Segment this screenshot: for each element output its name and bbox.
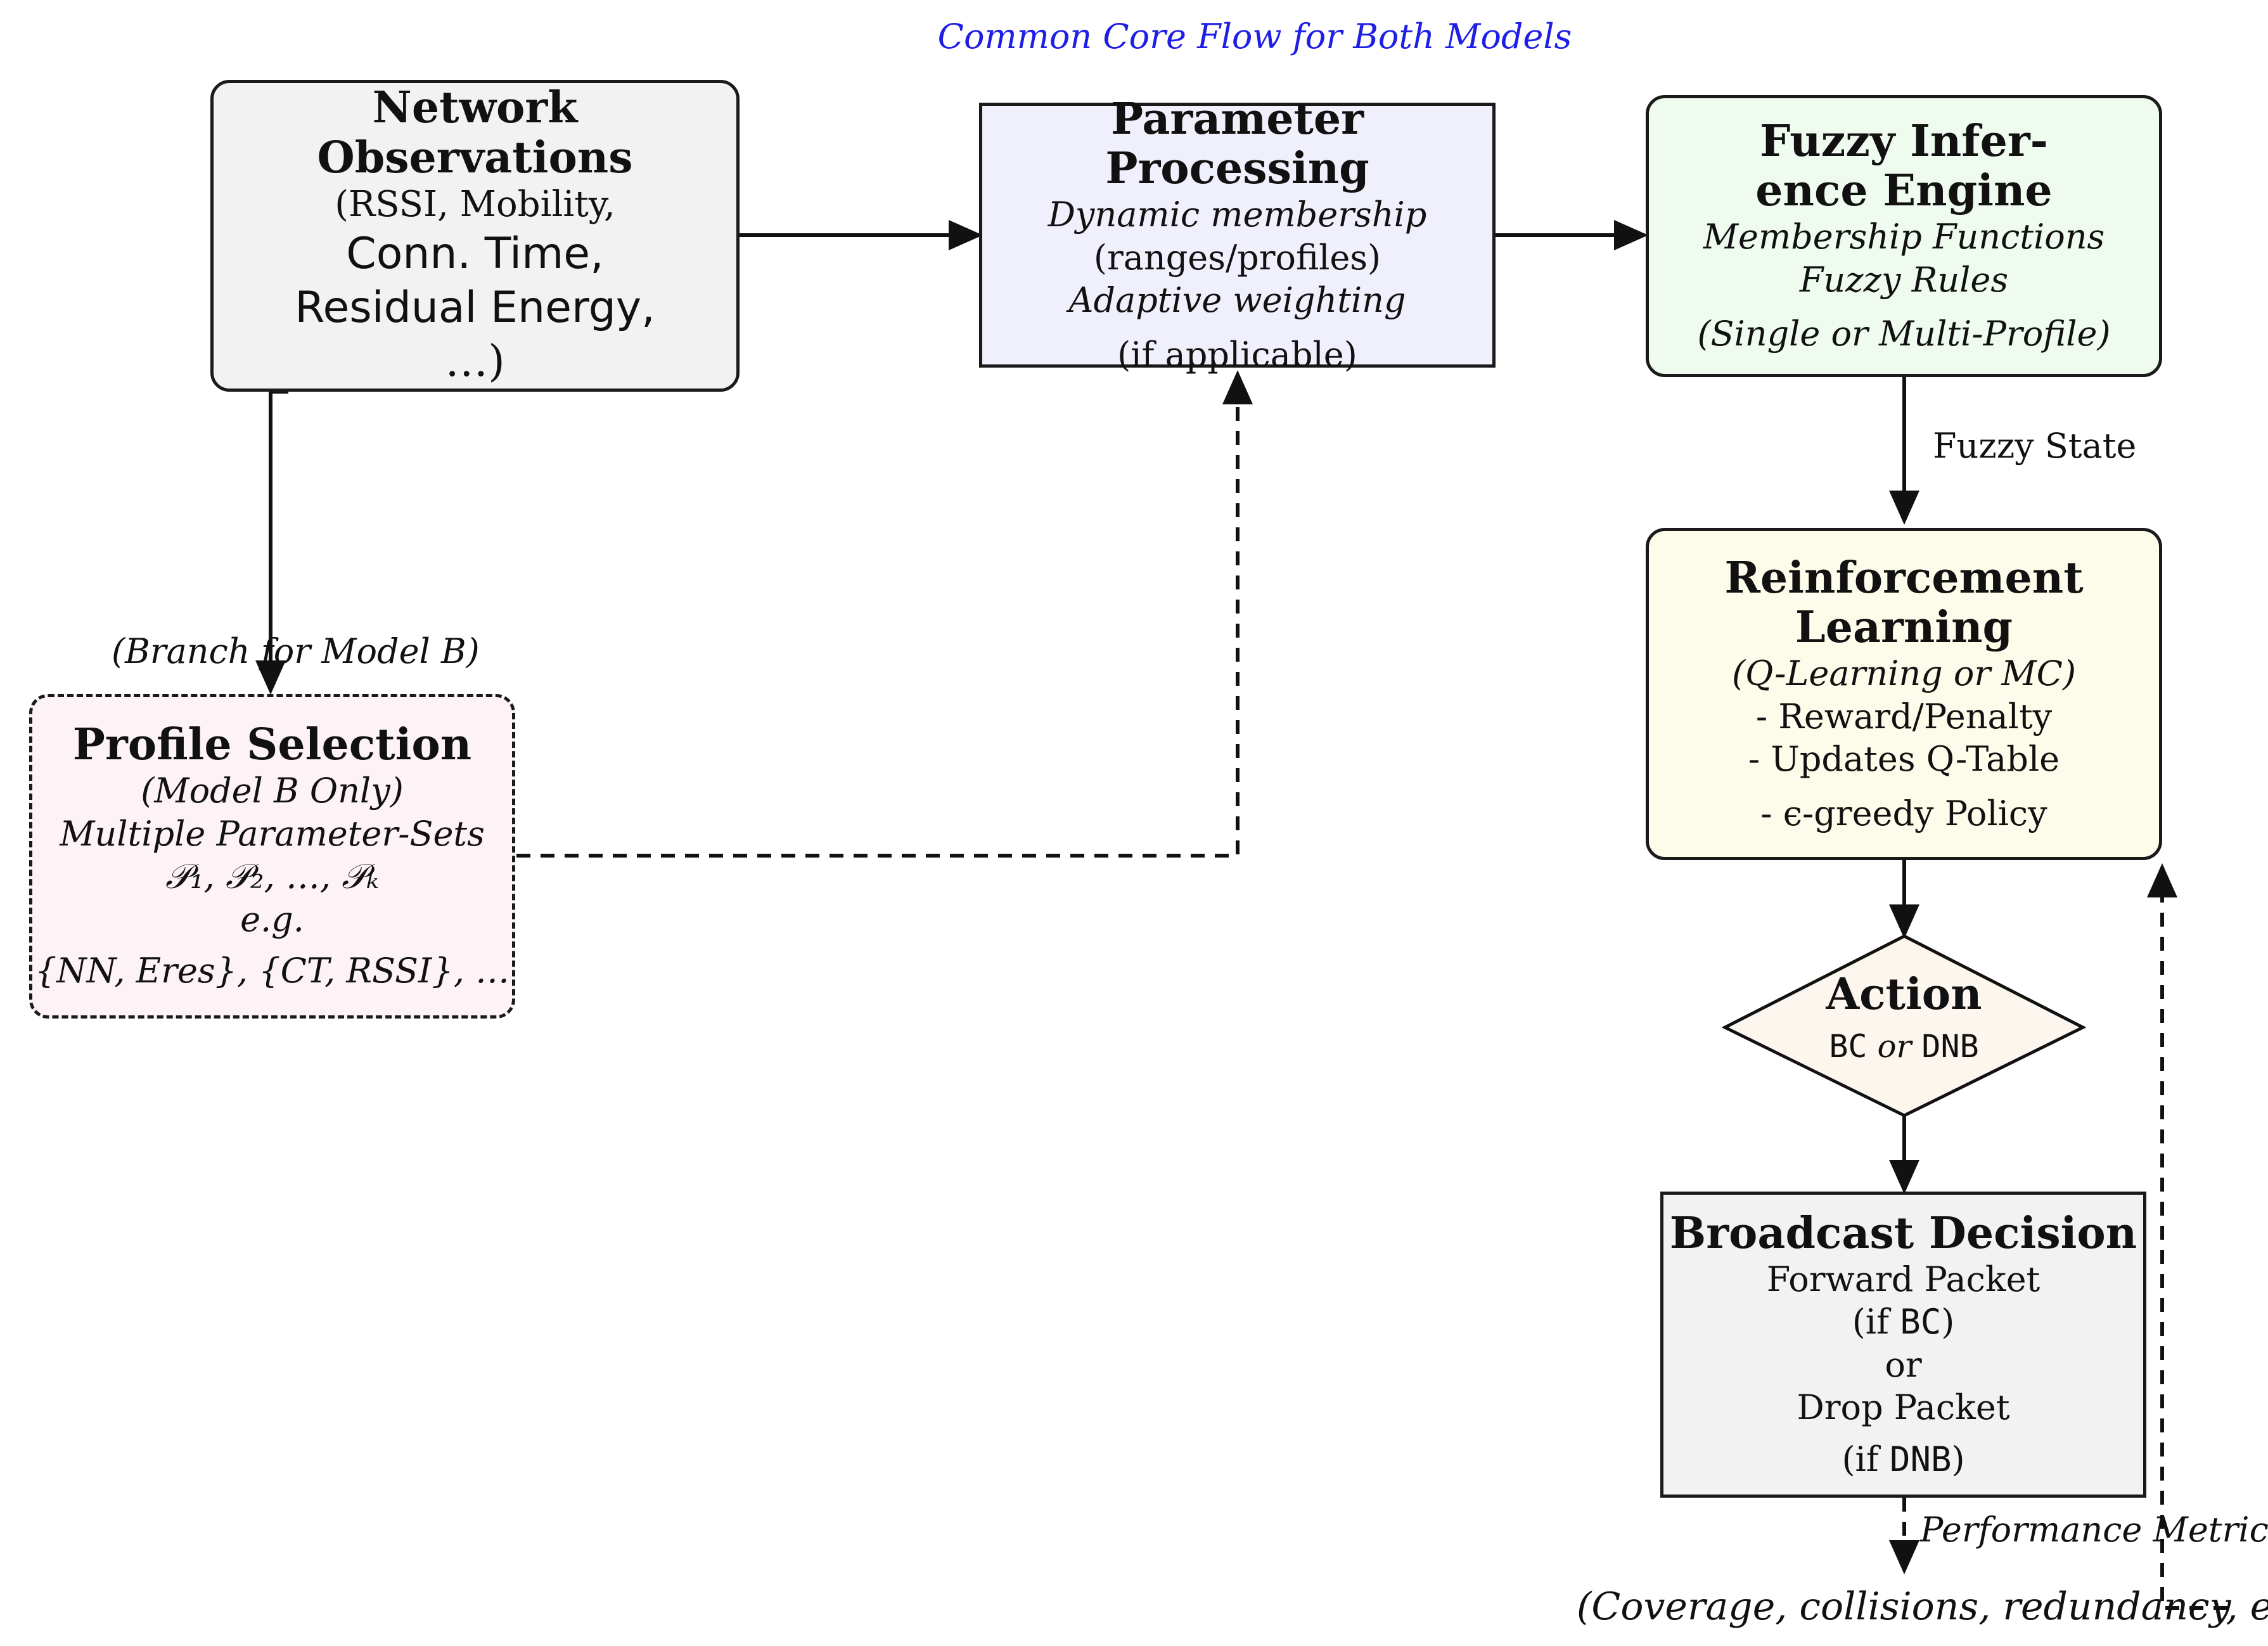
node-line: e.g. xyxy=(240,899,304,939)
node-line: - ϵ-greedy Policy xyxy=(1760,793,2047,833)
label-metrics-list: (Coverage, collisions, redundancy, etc) xyxy=(1577,1585,2268,1629)
node-line: (if BC) xyxy=(1852,1301,1955,1344)
arrow-observations-to-profile xyxy=(255,390,288,695)
action-or: or xyxy=(1877,1028,1912,1065)
text-fragment: ) xyxy=(1941,1302,1955,1342)
node-profile-selection: Profile Selection (Model B Only) Multipl… xyxy=(29,694,515,1019)
arrow-feedback-to-rl xyxy=(2147,863,2227,1610)
node-title: Profile Selection xyxy=(72,719,472,771)
node-action: Action BC or DNB xyxy=(1725,970,2083,1065)
node-title: Fuzzy Infer- xyxy=(1760,116,2048,167)
action-option-dnb: DNB xyxy=(1921,1028,1979,1065)
node-line: (Model B Only) xyxy=(141,771,404,811)
node-line: or xyxy=(1885,1344,1922,1385)
node-line: 𝒫₁, 𝒫₂, …, 𝒫ₖ xyxy=(165,856,379,897)
text-fragment: (if xyxy=(1852,1302,1900,1342)
node-line: (ranges/profiles) xyxy=(1093,237,1381,278)
action-diamond-shape xyxy=(1721,934,2087,1117)
diagram-header: Common Core Flow for Both Models xyxy=(937,16,1572,56)
label-branch-model-b: (Branch for Model B) xyxy=(112,631,480,671)
node-line: Membership Functions xyxy=(1703,217,2105,257)
node-line: …) xyxy=(445,336,505,387)
node-title: Action xyxy=(1826,969,1982,1020)
node-broadcast-decision: Broadcast Decision Forward Packet (if BC… xyxy=(1660,1192,2146,1498)
node-line: - Reward/Penalty xyxy=(1755,696,2053,736)
node-line: (Single or Multi-Profile) xyxy=(1697,314,2111,354)
node-title: Learning xyxy=(1795,602,2013,653)
node-title: Network Observations xyxy=(317,82,633,183)
arrow-profile-to-processing xyxy=(516,370,1253,858)
node-line: Forward Packet xyxy=(1766,1259,2041,1299)
node-parameter-processing: Parameter Processing Dynamic membership … xyxy=(979,94,1496,375)
node-line: - Updates Q-Table xyxy=(1748,739,2060,780)
node-fuzzy-inference-engine: Fuzzy Infer- ence Engine Membership Func… xyxy=(1646,95,2162,377)
node-title: Parameter Processing xyxy=(1105,93,1369,194)
node-title: ence Engine xyxy=(1755,165,2053,217)
node-network-observations: Network Observations (RSSI, Mobility, Co… xyxy=(210,80,740,392)
text-fragment: ) xyxy=(1951,1439,1965,1479)
code-dnb: DNB xyxy=(1889,1439,1952,1479)
action-option-bc: BC xyxy=(1829,1028,1868,1065)
node-line: (Q-Learning or MC) xyxy=(1731,653,2077,694)
label-fuzzy-state: Fuzzy State xyxy=(1933,426,2137,466)
node-line: {NN, Eres}, {CT, RSSI}, … xyxy=(34,951,510,991)
node-line: (if applicable) xyxy=(1117,334,1357,375)
node-line: Fuzzy Rules xyxy=(1799,259,2009,300)
node-line: Dynamic membership xyxy=(1048,195,1427,235)
node-title: Broadcast Decision xyxy=(1669,1207,2137,1259)
code-bc: BC xyxy=(1900,1302,1942,1342)
node-line: Multiple Parameter-Sets xyxy=(60,813,485,854)
node-line: (if DNB) xyxy=(1842,1438,1964,1481)
node-line: Conn. Time, xyxy=(346,228,604,279)
label-performance-metrics: Performance Metrics xyxy=(1920,1510,2268,1550)
node-title: Reinforcement xyxy=(1724,552,2084,603)
node-line: BC or DNB xyxy=(1725,1028,2083,1065)
node-line: Drop Packet xyxy=(1797,1387,2010,1428)
node-reinforcement-learning: Reinforcement Learning (Q-Learning or MC… xyxy=(1646,528,2162,860)
node-line: Residual Energy, xyxy=(295,282,655,333)
node-line: Adaptive weighting xyxy=(1068,280,1406,321)
node-line: (RSSI, Mobility, xyxy=(335,183,615,225)
text-fragment: (if xyxy=(1842,1439,1890,1479)
